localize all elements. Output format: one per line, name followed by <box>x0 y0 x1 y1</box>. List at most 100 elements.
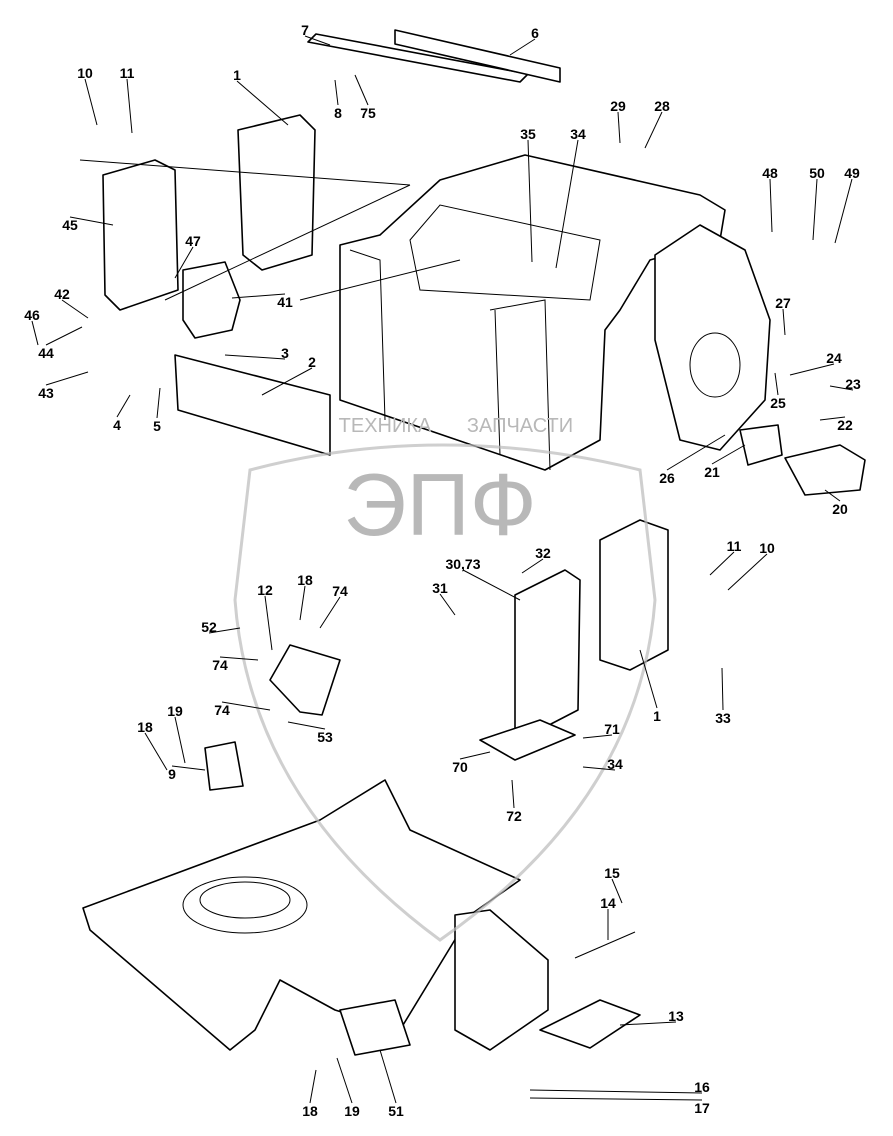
leader-line <box>727 553 768 591</box>
callout-label: 70 <box>452 759 468 775</box>
leader-line <box>156 387 161 419</box>
leader-line <box>617 111 621 144</box>
callout-label: 10 <box>759 540 775 556</box>
callout-label: 45 <box>62 217 78 233</box>
step-20 <box>784 444 866 496</box>
callout-label: 74 <box>332 583 348 599</box>
callout-label: 72 <box>506 808 522 824</box>
callout-label: 10 <box>77 65 93 81</box>
leader-line <box>582 766 616 771</box>
leader-line <box>824 489 841 502</box>
leader-line <box>264 595 273 651</box>
callout-label: 48 <box>762 165 778 181</box>
leader-line <box>459 751 491 760</box>
callout-label: 14 <box>600 895 616 911</box>
leader-line <box>84 78 98 126</box>
leader-line <box>261 367 313 396</box>
rod-14 <box>574 931 636 959</box>
leader-line <box>529 1097 703 1101</box>
leader-line <box>126 78 133 134</box>
leader-line <box>319 596 341 629</box>
step-13 <box>539 999 641 1049</box>
hinge-21 <box>739 424 783 466</box>
callout-label: 31 <box>432 580 448 596</box>
callout-label: 15 <box>604 865 620 881</box>
plate-51 <box>339 999 411 1056</box>
leader-line <box>334 79 339 106</box>
side-plate <box>654 224 771 451</box>
callout-label: 28 <box>654 98 670 114</box>
callout-label: 5 <box>153 418 161 434</box>
callout-label: 35 <box>520 126 536 142</box>
leader-line <box>379 1049 397 1104</box>
leader-line <box>774 372 779 396</box>
leader-line <box>555 139 579 269</box>
callout-label: 8 <box>334 105 342 121</box>
callout-label: 47 <box>185 233 201 249</box>
leader-line <box>174 246 194 279</box>
watermark-left: ТЕХНИКА <box>339 415 432 437</box>
callout-label: 7 <box>301 22 309 38</box>
callout-label: 11 <box>727 538 742 554</box>
callout-label: 43 <box>38 385 54 401</box>
leader-line <box>309 1069 317 1104</box>
leader-line <box>462 569 521 601</box>
callout-label: 41 <box>277 294 293 310</box>
leader-line <box>144 732 168 771</box>
leader-line <box>644 111 663 149</box>
leader-line <box>171 765 206 771</box>
callout-label: 11 <box>120 65 135 81</box>
callout-label: 49 <box>844 165 860 181</box>
leader-line <box>611 878 623 904</box>
callout-label: 44 <box>38 345 54 361</box>
strip-6 <box>394 29 561 83</box>
leader-line <box>834 178 853 244</box>
leader-line <box>174 716 186 764</box>
watermark-right: ЗАПЧАСТИ <box>467 415 573 437</box>
leader-line <box>527 139 533 263</box>
door-30-73 <box>514 569 581 741</box>
leader-line <box>521 558 544 574</box>
bracket-12 <box>269 644 341 716</box>
callout-label: 42 <box>54 286 70 302</box>
callout-label: 75 <box>360 105 376 121</box>
leader-line <box>69 216 114 226</box>
callout-label: 74 <box>212 657 228 673</box>
plate-9 <box>204 741 244 791</box>
callout-label: 24 <box>826 350 842 366</box>
leader-line <box>236 80 289 126</box>
callout-label: 34 <box>570 126 586 142</box>
bracket-41 <box>182 261 241 339</box>
callout-label: 21 <box>704 464 720 480</box>
callout-label: 74 <box>214 702 230 718</box>
callout-label: 2 <box>308 354 316 370</box>
watermark-logo: ЭПФ <box>343 455 536 554</box>
leader-line <box>529 1089 703 1094</box>
leader-line <box>287 721 326 730</box>
callout-label: 4 <box>113 417 121 433</box>
callout-label: 27 <box>775 295 791 311</box>
callout-label: 50 <box>809 165 825 181</box>
callout-label: 46 <box>24 307 40 323</box>
leader-line <box>439 593 456 616</box>
callout-label: 51 <box>388 1103 404 1119</box>
callout-label: 9 <box>168 766 176 782</box>
callout-label: 16 <box>694 1079 710 1095</box>
panel-45 <box>102 159 179 311</box>
callout-label: 19 <box>344 1103 360 1119</box>
leader-line <box>354 74 369 106</box>
callout-label: 1 <box>233 67 241 83</box>
callout-label: 1 <box>653 708 661 724</box>
leader-line <box>582 734 613 739</box>
leader-line <box>45 371 89 386</box>
leader-line <box>709 551 735 576</box>
callout-label: 23 <box>845 376 861 392</box>
callout-label: 26 <box>659 470 675 486</box>
callout-label: 19 <box>167 703 183 719</box>
callout-label: 25 <box>770 395 786 411</box>
panel-1-lower <box>599 519 669 671</box>
callout-label: 29 <box>610 98 626 114</box>
leader-line <box>782 308 786 336</box>
